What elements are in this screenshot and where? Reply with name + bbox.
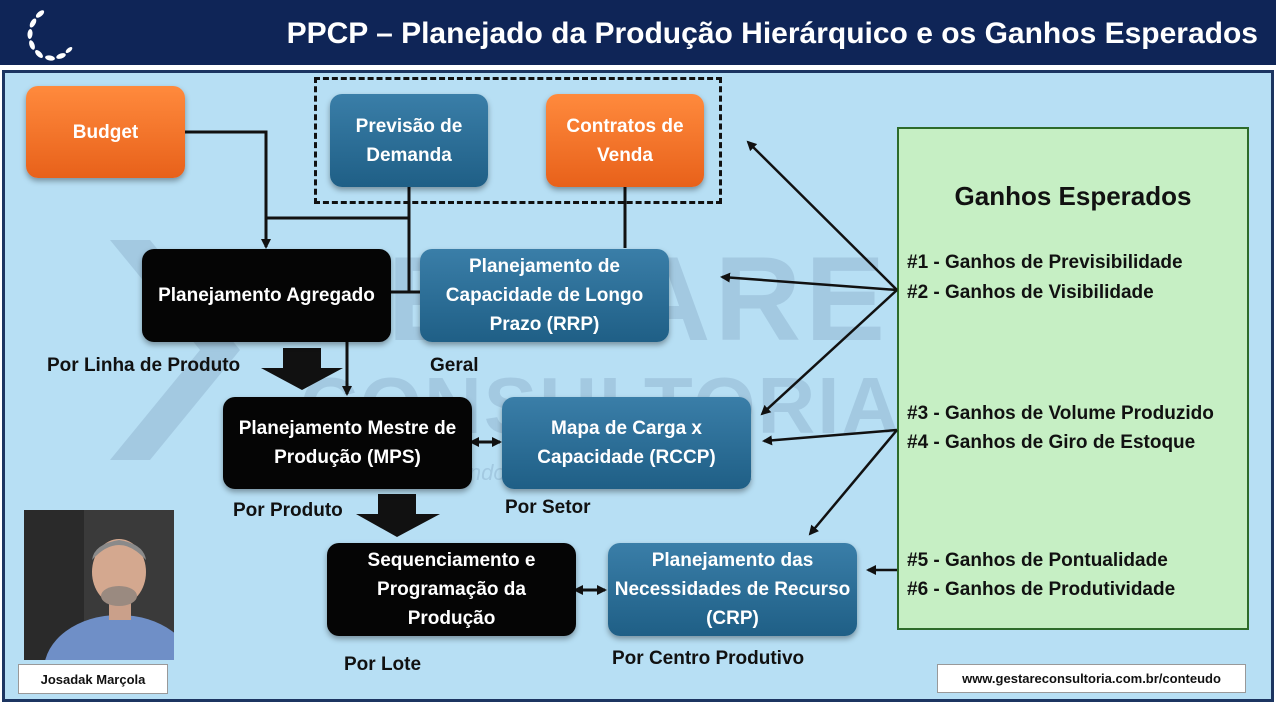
contratos-venda-box: Contratos de Venda xyxy=(546,94,704,187)
ganho-item: #4 - Ganhos de Giro de Estoque xyxy=(907,432,1196,453)
previsao-demanda-box: Previsão de Demanda xyxy=(330,94,488,187)
label-geral: Geral xyxy=(430,355,479,376)
ganho-item: #6 - Ganhos de Produtividade xyxy=(907,579,1176,600)
page-title: PPCP – Planejado da Produção Hierárquico… xyxy=(286,17,1258,50)
ganho-item: #3 - Ganhos de Volume Produzido xyxy=(907,403,1214,424)
header-bar: PPCP – Planejado da Produção Hierárquico… xyxy=(0,0,1276,68)
ganho-item: #2 - Ganhos de Visibilidade xyxy=(907,282,1154,303)
label-por-setor: Por Setor xyxy=(505,497,591,518)
budget-box: Budget xyxy=(26,86,185,178)
demand-group-frame xyxy=(314,77,722,204)
rrp-box: Planejamento de Capacidade de Longo Praz… xyxy=(420,249,669,342)
label-por-linha-produto: Por Linha de Produto xyxy=(47,355,241,376)
sequenciamento-box: Sequenciamento e Programação da Produção xyxy=(327,543,576,636)
footer-url-link[interactable]: www.gestareconsultoria.com.br/conteudo xyxy=(937,664,1246,693)
ganho-item: #1 - Ganhos de Previsibilidade xyxy=(907,252,1183,273)
planejamento-agregado-box: Planejamento Agregado xyxy=(142,249,391,342)
laurel-logo-icon xyxy=(27,10,73,61)
ganho-item: #5 - Ganhos de Pontualidade xyxy=(907,550,1168,571)
crp-box: Planejamento das Necessidades de Recurso… xyxy=(608,543,857,636)
ganhos-panel: Ganhos Esperados #1 - Ganhos de Previsib… xyxy=(897,127,1249,630)
label-por-produto: Por Produto xyxy=(233,500,343,521)
label-por-centro-produtivo: Por Centro Produtivo xyxy=(612,648,805,669)
author-name: Josadak Marçola xyxy=(18,664,168,694)
mps-box: Planejamento Mestre de Produção (MPS) xyxy=(223,397,472,489)
author-photo xyxy=(24,510,174,660)
ganhos-title: Ganhos Esperados xyxy=(954,181,1192,211)
author-portrait-icon xyxy=(24,510,174,660)
rccp-box: Mapa de Carga x Capacidade (RCCP) xyxy=(502,397,751,489)
label-por-lote: Por Lote xyxy=(344,654,422,675)
